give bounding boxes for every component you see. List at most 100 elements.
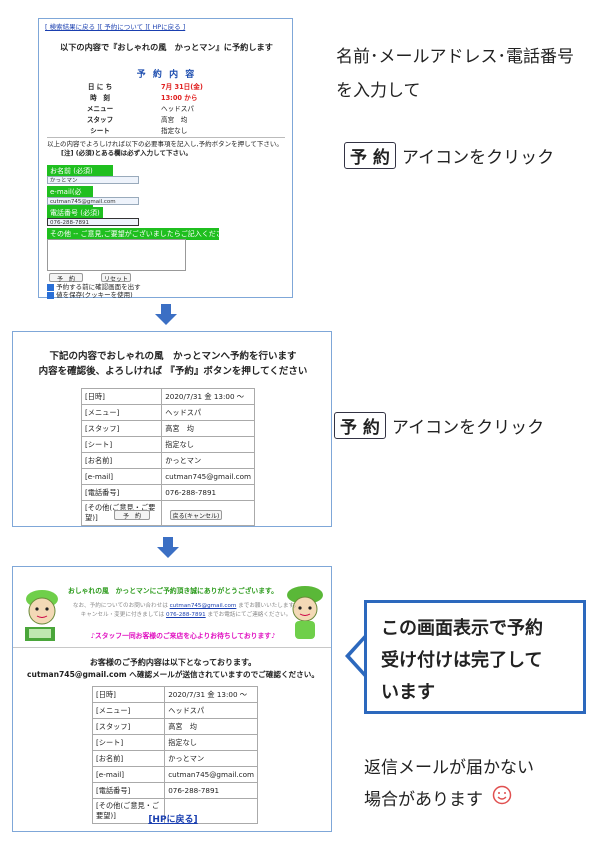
table-row: [電話番号]076-288-7891 [91, 782, 258, 799]
reserve-key-badge: 予 約 [334, 412, 386, 439]
divider [13, 647, 331, 648]
detail-value: 13:00 から [161, 94, 198, 102]
detail-label: 日 に ち [87, 83, 113, 91]
thanks-message: おしゃれの風 かっとマンにご予約頂き誠にありがとうございます。 [68, 587, 278, 595]
table-row: [e-mail]cutman745@gmail.com [91, 766, 258, 783]
hp-back-link[interactable]: [HPに戻る] [148, 815, 198, 825]
table-label-cell: [スタッフ] [80, 420, 163, 437]
instruction-note-2: 予 約アイコンをクリック [344, 142, 554, 169]
hp-back-link-wrap: [HPに戻る] [13, 812, 333, 825]
table-label-cell: [日時] [80, 388, 163, 405]
table-row: [スタッフ]高宮 均 [80, 420, 255, 437]
divider [47, 137, 285, 138]
inquiry-line: なお、予約についてのお問い合わせは cutman745@gmail.com まで… [72, 603, 300, 609]
confirm-reserve-button[interactable]: 予 約 [114, 510, 150, 520]
other-field-label: その他 -- ご意見,ご要望がございましたらご記入ください -- [47, 228, 219, 240]
reset-button[interactable]: リセット [101, 273, 131, 283]
phone-field[interactable]: 076-288-7891 [47, 218, 139, 226]
save-checkbox-row[interactable]: 値を保存(クッキーを使用) [47, 291, 133, 300]
table-row: [スタッフ]高宮 均 [91, 718, 258, 735]
table-label-cell: [お名前] [91, 750, 166, 767]
table-label-cell: [メニュー] [91, 702, 166, 719]
cancel-phone-link[interactable]: 076-288-7891 [166, 612, 206, 618]
callout-pointer-inner [350, 636, 368, 676]
table-value-cell: ヘッドスパ [164, 702, 258, 719]
table-value-cell: cutman745@gmail.com [161, 468, 255, 485]
mascot-right-image [285, 585, 325, 643]
table-label-cell: [シート] [80, 436, 163, 453]
table-value-cell: 高宮 均 [161, 420, 255, 437]
required-note: [注] (必須)とある欄は必ず入力して下さい。 [61, 149, 192, 157]
detail-label: スタッフ [86, 116, 114, 124]
reservation-form-screenshot: [ 検索結果に戻る ][ 予約について ][ HPに戻る ] 以下の内容で『おし… [38, 18, 293, 300]
down-arrow-icon [157, 537, 179, 558]
confirm-checkbox-row[interactable]: 予約する前に確認画面を出す [47, 283, 141, 292]
table-label-cell: [e-mail] [91, 766, 166, 783]
confirm-heading-2: 内容を確認後、よろしければ 『予約』ボタンを押してください [38, 366, 308, 377]
detail-value: 指定なし [161, 127, 188, 135]
email-field[interactable]: cutman745@gmail.com [47, 197, 139, 205]
table-value-cell: 2020/7/31 金 13:00 ～ [161, 388, 255, 405]
table-label-cell: [お名前] [80, 452, 163, 469]
table-value-cell: 076-288-7891 [161, 484, 255, 501]
table-row: [メニュー]ヘッドスパ [80, 404, 255, 421]
other-textarea[interactable] [47, 239, 186, 271]
confirmation-screenshot: 下記の内容でおしゃれの風 かっとマンへ予約を行います 内容を確認後、よろしければ… [12, 331, 332, 527]
detail-row: シート 指定なし [69, 125, 269, 136]
table-label-cell: [電話番号] [91, 782, 166, 799]
table-row: [シート]指定なし [91, 734, 258, 751]
table-value-cell: cutman745@gmail.com [164, 766, 258, 783]
staff-message: ♪スタッフ一同お客様のご来店を心よりお待ちしております♪ [90, 632, 276, 640]
table-value-cell: 指定なし [161, 436, 255, 453]
table-row: [お名前]かっとマン [91, 750, 258, 767]
table-label-cell: [日時] [91, 686, 166, 703]
instruction-text: 以上の内容でよろしければ以下の必要事項を記入し,予約ボタンを押して下さい。 [47, 140, 283, 148]
table-label-cell: [e-mail] [80, 468, 163, 485]
smile-icon [492, 784, 512, 816]
completion-screenshot: おしゃれの風 かっとマンにご予約頂き誠にありがとうございます。 なお、予約につい… [12, 566, 332, 832]
table-value-cell [164, 798, 258, 824]
table-value-cell: ヘッドスパ [161, 404, 255, 421]
cancel-button[interactable]: 戻る(キャンセル) [170, 510, 222, 520]
table-value-cell: 076-288-7891 [164, 782, 258, 799]
table-row: [メニュー]ヘッドスパ [91, 702, 258, 719]
form-heading: 以下の内容で『おしゃれの風 かっとマン』に予約します [60, 42, 273, 52]
inquiry-email-link[interactable]: cutman745@gmail.com [169, 603, 237, 609]
table-row: [日時]2020/7/31 金 13:00 ～ [91, 686, 258, 703]
phone-field-label: 電話番号 (必須) [47, 207, 103, 219]
detail-row: メニューヘッドスパ [69, 103, 269, 114]
detail-label: メニュー [86, 105, 114, 113]
cancel-line: キャンセル・変更に付きましては 076-288-7891 までお電話にてご連絡く… [80, 612, 292, 618]
completion-table: [日時]2020/7/31 金 13:00 ～[メニュー]ヘッドスパ[スタッフ]… [91, 686, 258, 824]
section-title: 予 約 内 容 [136, 70, 197, 80]
detail-row: スタッフ高宮 均 [69, 114, 269, 125]
checkbox-checked-icon[interactable] [47, 291, 54, 299]
checkbox-checked-icon[interactable] [47, 283, 54, 291]
table-row: [その他(ご意見・ご要望)] [91, 798, 258, 824]
table-value-cell: かっとマン [161, 452, 255, 469]
table-value-cell: 指定なし [164, 734, 258, 751]
reserve-button[interactable]: 予 約 [49, 273, 83, 283]
table-value-cell: 高宮 均 [164, 718, 258, 735]
name-field-label: お名前 (必須) [47, 165, 113, 177]
summary-line-1: お客様のご予約内容は以下となっております。 [89, 658, 257, 667]
table-label-cell: [メニュー] [80, 404, 163, 421]
name-field[interactable]: かっとマン [47, 176, 139, 184]
detail-label: シート [90, 127, 110, 135]
table-label-cell: [その他(ご意見・ご要望)] [91, 798, 166, 824]
completion-callout: この画面表示で予約 受け付けは完了して います [364, 600, 586, 714]
table-label-cell: [電話番号] [80, 484, 163, 501]
email-note: 返信メールが届かない 場合があります [364, 752, 534, 816]
table-row: [お名前]かっとマン [80, 452, 255, 469]
confirm-table: [日時]2020/7/31 金 13:00 ～[メニュー]ヘッドスパ[スタッフ]… [80, 388, 255, 526]
top-nav-links[interactable]: [ 検索結果に戻る ][ 予約について ][ HPに戻る ] [45, 23, 186, 31]
table-label-cell: [スタッフ] [91, 718, 166, 735]
mascot-left-image [21, 587, 63, 643]
table-row: [シート]指定なし [80, 436, 255, 453]
down-arrow-icon [155, 304, 177, 325]
summary-line-2: cutman745@gmail.com へ確認メールが送信されていますのでご確認… [27, 670, 319, 679]
table-row: [e-mail]cutman745@gmail.com [80, 468, 255, 485]
